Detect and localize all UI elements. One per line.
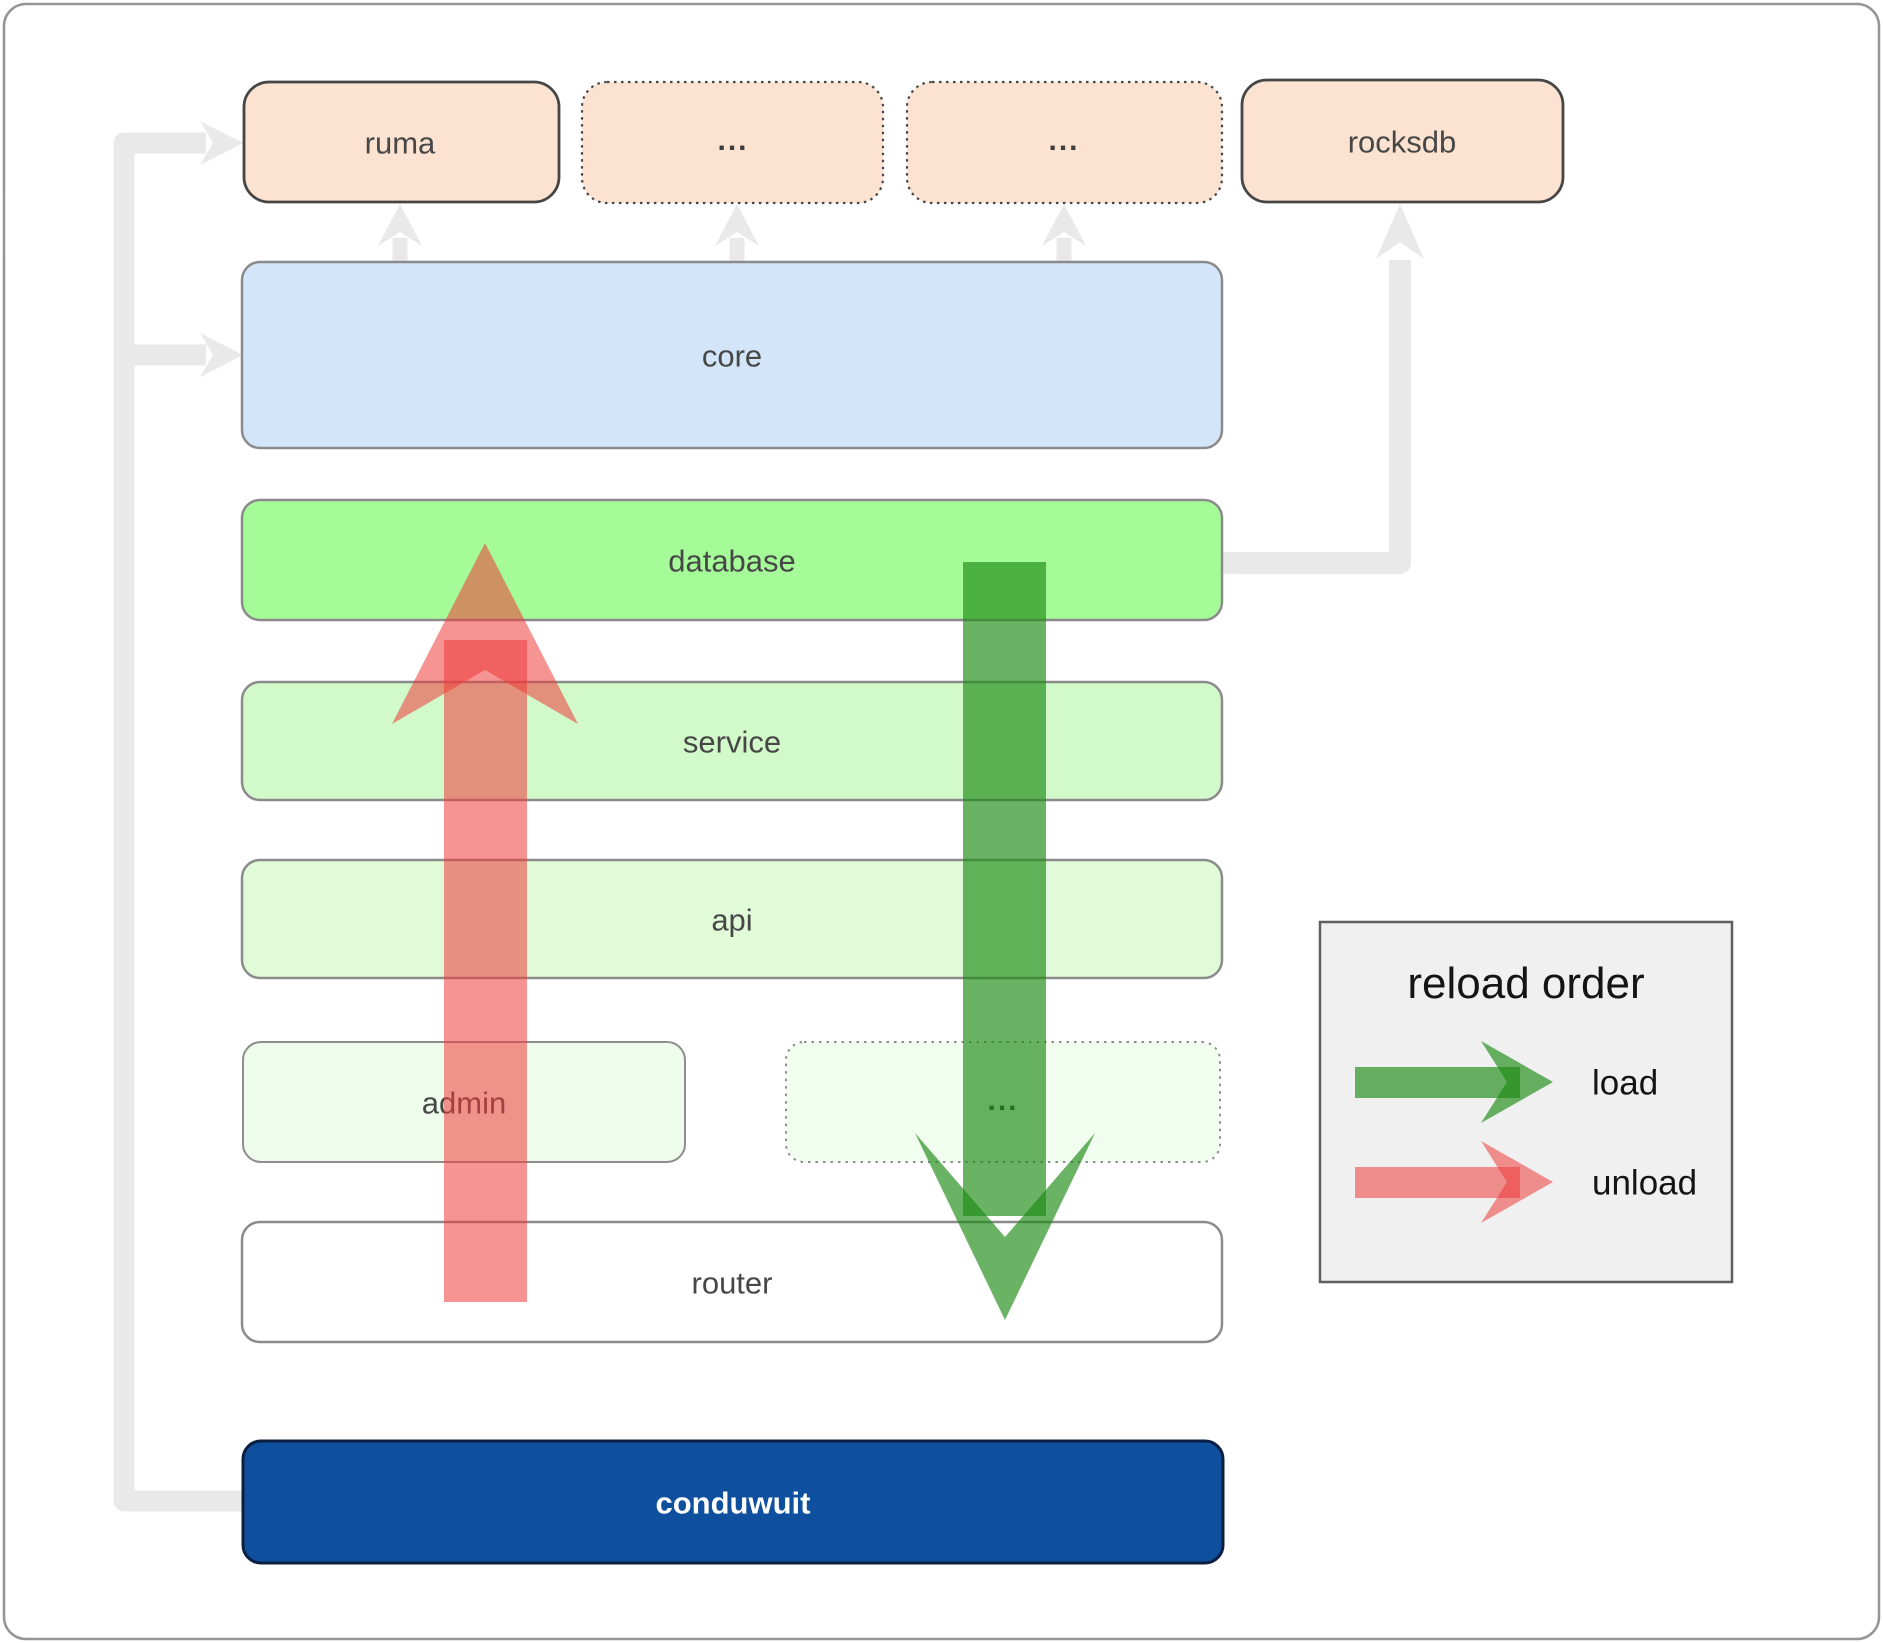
- legend-unload-arrow-shaft: [1355, 1167, 1520, 1198]
- arrowhead-into-core-icon: [200, 333, 243, 377]
- load-arrow-shaft: [963, 562, 1046, 1216]
- connector-database-to-rocksdb-line: [1222, 260, 1411, 574]
- load-arrow: [915, 562, 1095, 1320]
- legend-load-label: load: [1592, 1064, 1658, 1103]
- connector-core-to-dots-left-shaft: [729, 238, 745, 264]
- legend-title: reload order: [1407, 959, 1644, 1008]
- legend: reload order load unload: [1318, 920, 1734, 1284]
- crate-row: ruma ... ... rocksdb: [242, 78, 1565, 205]
- unload-arrowhead-icon: [392, 543, 578, 724]
- arrowhead-core-to-ruma-icon: [378, 204, 422, 246]
- connector-conduwuit-to-ruma-line: [113, 132, 246, 1512]
- conduwuit-feedback-connector: [113, 121, 246, 1512]
- node-core: [240, 260, 1224, 450]
- node-rocksdb: [1240, 78, 1565, 204]
- arrowhead-core-to-dots-left-icon: [715, 204, 759, 246]
- unload-arrow: [392, 543, 578, 1302]
- node-router-label: router: [692, 1266, 773, 1301]
- connector-core-to-dots-right-shaft: [1056, 238, 1072, 264]
- node-core-label: core: [702, 339, 762, 374]
- legend-panel: [1318, 920, 1734, 1284]
- node-ruma: [242, 80, 561, 204]
- load-arrowhead-icon: [915, 1133, 1095, 1320]
- core-to-crates-connectors: [378, 204, 1086, 264]
- legend-unload-label: unload: [1592, 1164, 1697, 1203]
- legend-load-arrowhead-icon: [1481, 1041, 1553, 1123]
- node-ruma-label: ruma: [365, 126, 436, 161]
- arrowhead-into-rocksdb-icon: [1376, 204, 1424, 259]
- node-crate-dots-right: [905, 80, 1224, 205]
- node-rocksdb-label: rocksdb: [1348, 125, 1457, 160]
- node-crate-dots-left: [580, 80, 885, 205]
- node-conduwuit: [241, 1439, 1225, 1565]
- node-crate-dots-right-label: ...: [1048, 124, 1079, 157]
- database-to-rocksdb-connector: [1222, 204, 1424, 574]
- legend-load-arrow-icon: [1355, 1041, 1553, 1123]
- arrowhead-into-ruma-icon: [200, 121, 243, 165]
- legend-load-arrow-shaft: [1355, 1067, 1520, 1098]
- arrowhead-core-to-dots-right-icon: [1042, 204, 1086, 246]
- node-crate-dots-left-label: ...: [717, 124, 748, 157]
- connector-core-to-ruma-shaft: [392, 238, 408, 264]
- legend-unload-arrowhead-icon: [1481, 1141, 1553, 1223]
- node-database-label: database: [668, 544, 796, 579]
- legend-unload-arrow-icon: [1355, 1141, 1553, 1223]
- node-conduwuit-label: conduwuit: [656, 1486, 811, 1521]
- node-service-label: service: [683, 725, 781, 760]
- node-api-label: api: [711, 903, 752, 938]
- unload-arrow-shaft: [444, 640, 527, 1302]
